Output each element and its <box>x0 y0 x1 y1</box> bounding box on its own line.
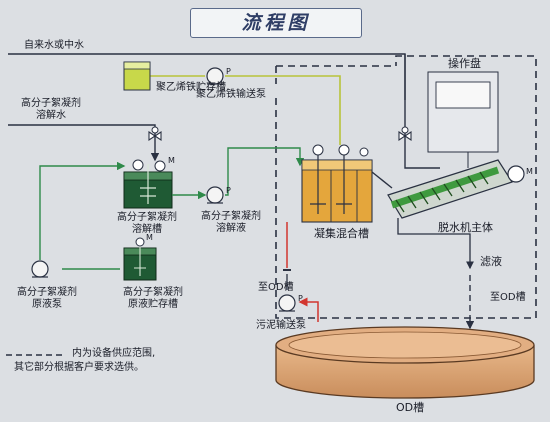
dissolve-to-mixer-line <box>225 147 305 196</box>
control-panel-label: 操作盘 <box>448 57 481 70</box>
raw-tank-label-1: 高分子絮凝剂 <box>123 287 183 298</box>
dissolve-liquid-label-1: 高分子絮凝剂 <box>201 211 261 222</box>
dewater-machine <box>387 159 525 270</box>
tap-water-label: 自来水或中水 <box>24 40 84 51</box>
control-panel <box>427 71 499 168</box>
mix-tank-label: 凝集混合槽 <box>314 227 369 240</box>
raw-pump-up-line <box>39 161 126 260</box>
dissolve-pump-mark: P <box>226 186 231 195</box>
sludge-pump <box>278 294 296 312</box>
dissolve-motor-mark: M <box>168 156 175 165</box>
raw-tank-label-2: 原液贮存槽 <box>128 299 178 310</box>
pfs-pump-label: 聚乙烯铁输送泵 <box>196 89 266 100</box>
dissolve-tank-label-1: 高分子絮凝剂 <box>117 212 177 223</box>
dissolve-tank <box>123 159 173 209</box>
pfs-pump <box>206 67 224 85</box>
od-tank-label: OD槽 <box>396 401 425 414</box>
dissolve-liquid-pump <box>206 186 224 204</box>
sludge-feed-line <box>298 297 319 322</box>
to-od-label-1: 至OD槽 <box>258 282 294 293</box>
dissolve-liquid-label-2: 溶解液 <box>216 223 246 234</box>
pfs-tank-label: 聚乙烯铁贮存槽 <box>156 82 226 93</box>
polymer-water-label-2: 溶解水 <box>36 110 66 121</box>
valve-polymer-water <box>148 126 162 142</box>
valve-tap-water <box>398 126 412 142</box>
pfs-storage-tank <box>123 61 151 91</box>
raw-motor-mark: M <box>146 233 153 242</box>
raw-pump-label-2: 原液泵 <box>32 299 62 310</box>
mix-tank <box>301 144 373 223</box>
pfs-to-mixer-line <box>225 75 341 145</box>
raw-pump-label-1: 高分子絮凝剂 <box>17 287 77 298</box>
dewater-machine-label: 脱水机主体 <box>438 221 493 234</box>
tap-water-to-dewater <box>404 150 440 169</box>
polymer-water-line <box>8 124 160 162</box>
legend-line-2: 其它部分根据客户要求选供。 <box>14 362 144 373</box>
mix-to-dewater-line <box>371 171 393 189</box>
raw-liquid-pump <box>31 260 49 278</box>
raw-storage-tank <box>123 237 157 281</box>
filtrate-label: 滤液 <box>480 255 502 268</box>
to-od-label-2: 至OD槽 <box>490 292 526 303</box>
polymer-water-label-1: 高分子絮凝剂 <box>21 98 81 109</box>
dewater-motor-mark: M <box>526 167 533 176</box>
od-tank <box>275 326 535 399</box>
dissolve-tank-label-2: 溶解槽 <box>132 224 162 235</box>
pfs-pump-mark: P <box>226 67 231 76</box>
sludge-pump-mark: P <box>298 294 303 303</box>
legend-line-1: 内为设备供应范围, <box>72 348 156 359</box>
scope-boundary <box>275 55 537 319</box>
page-title: 流程图 <box>190 8 362 38</box>
sludge-pump-label: 污泥输送泵 <box>256 320 306 331</box>
